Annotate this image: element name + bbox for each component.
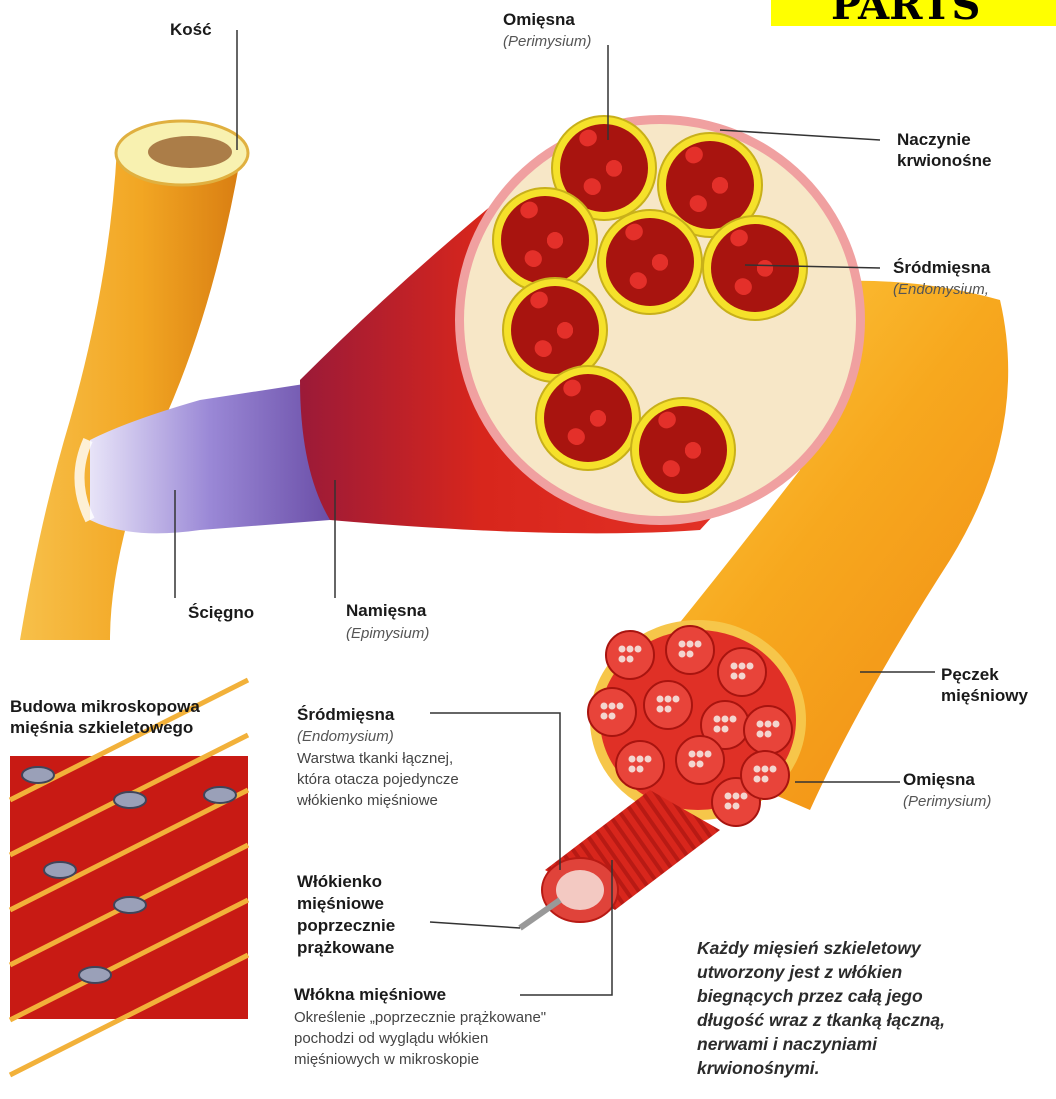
- micro-title-2: mięśnia szkieletowego: [10, 718, 193, 738]
- fiber-section: [644, 681, 692, 729]
- nucleus: [79, 967, 111, 983]
- fiber-section: [676, 736, 724, 784]
- endomysium-top-latin: (Endomysium,: [893, 280, 989, 300]
- fascicle: [536, 366, 640, 470]
- tendon-label: Ścięgno: [188, 603, 254, 623]
- nucleus: [44, 862, 76, 878]
- nucleus: [22, 767, 54, 783]
- fiber-section: [606, 631, 654, 679]
- endomysium-note-latin: (Endomysium): [297, 727, 394, 747]
- fiber-section: [718, 648, 766, 696]
- bone-label: Kość: [170, 20, 212, 40]
- fascicle: [703, 216, 807, 320]
- epimysium-latin: (Epimysium): [346, 624, 429, 644]
- bone: [20, 121, 248, 640]
- perimysium-bottom-label: Omięsna: [903, 770, 975, 790]
- fiber-section: [588, 688, 636, 736]
- fascicle-cross-section: [588, 620, 806, 826]
- endomysium-note-desc-1: Warstwa tkanki łącznej,: [297, 749, 453, 769]
- myofibril-label-3: poprzecznie: [297, 916, 395, 936]
- caption-line-3: biegnących przez całą jego: [697, 984, 1037, 1008]
- fiber-section: [616, 741, 664, 789]
- muscle-fibers-desc-3: mięśniowych w mikroskopie: [294, 1050, 479, 1070]
- fascicle: [598, 210, 702, 314]
- perimysium-bottom-latin: (Perimysium): [903, 792, 991, 812]
- caption-line-5: nerwami i naczyniami: [697, 1032, 1037, 1056]
- endomysium-note-name: Śródmięsna: [297, 705, 394, 725]
- myofibril-label-4: prążkowane: [297, 938, 394, 958]
- muscle-cross-section: [455, 115, 865, 525]
- nucleus: [114, 897, 146, 913]
- fiber-section: [666, 626, 714, 674]
- fiber-section: [741, 751, 789, 799]
- nucleus: [204, 787, 236, 803]
- endomysium-note-desc-2: która otacza pojedyncze: [297, 770, 459, 790]
- blood-vessel-label-1: Naczynie: [897, 130, 971, 150]
- microscope-inset: [10, 680, 248, 1075]
- muscle-fibers-label: Włókna mięśniowe: [294, 985, 446, 1005]
- endomysium-note-desc-3: włókienko mięśniowe: [297, 791, 438, 811]
- fascicle: [631, 398, 735, 502]
- caption: Każdy mięsień szkieletowy utworzony jest…: [697, 936, 1037, 1080]
- endomysium-top-label: Śródmięsna: [893, 258, 990, 278]
- perimysium-top-latin: (Perimysium): [503, 32, 591, 52]
- fascicle: [493, 188, 597, 292]
- caption-line-1: Każdy mięsień szkieletowy: [697, 936, 1037, 960]
- blood-vessel-label-2: krwionośne: [897, 151, 991, 171]
- caption-line-2: utworzony jest z włókien: [697, 960, 1037, 984]
- perimysium-top-label: Omięsna: [503, 10, 575, 30]
- muscle-fibers-desc-1: Określenie „poprzecznie prążkowane": [294, 1008, 546, 1028]
- fiber-section: [744, 706, 792, 754]
- caption-line-6: krwionośnymi.: [697, 1056, 1037, 1080]
- myofibril-label-1: Włókienko: [297, 872, 382, 892]
- caption-line-4: długość wraz z tkanką łączną,: [697, 1008, 1037, 1032]
- nucleus: [114, 792, 146, 808]
- fascicle-label-2: mięśniowy: [941, 686, 1028, 706]
- myofibril-label-2: mięśniowe: [297, 894, 384, 914]
- muscle-fibers-desc-2: pochodzi od wyglądu włókien: [294, 1029, 488, 1049]
- epimysium-label: Namięsna: [346, 601, 426, 621]
- micro-title-1: Budowa mikroskopowa: [10, 697, 200, 717]
- fascicle-label-1: Pęczek: [941, 665, 999, 685]
